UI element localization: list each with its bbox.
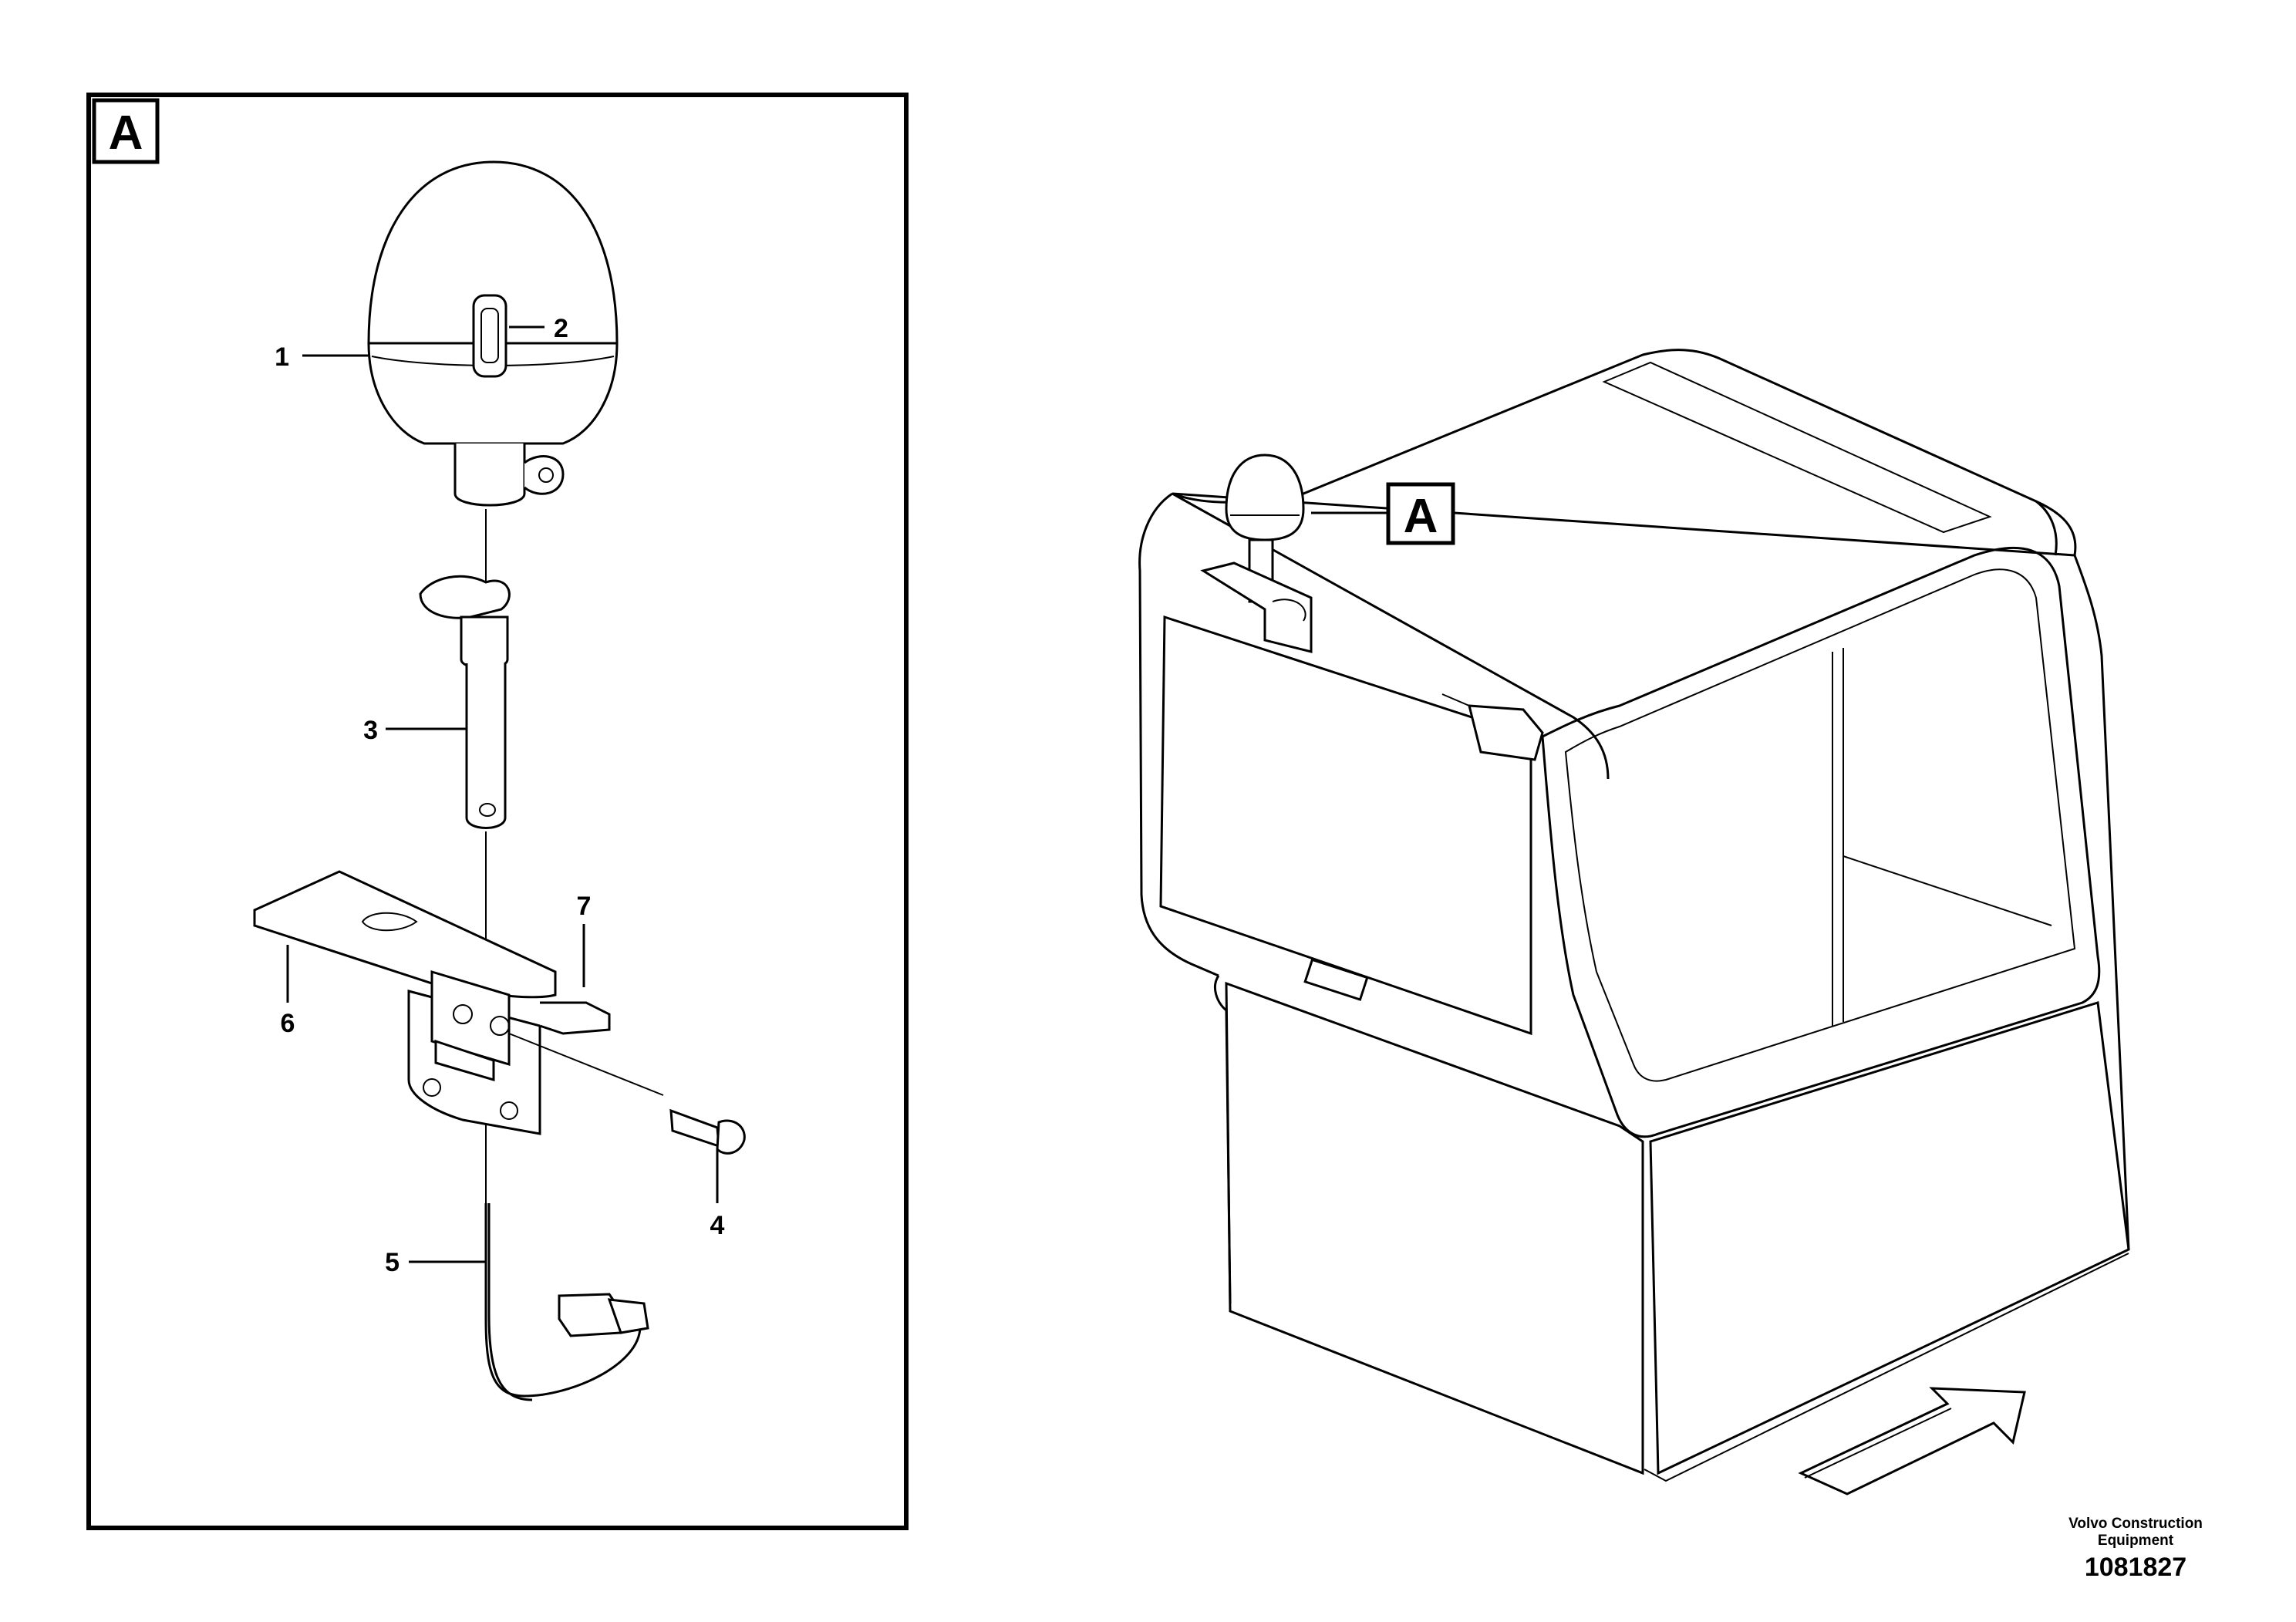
- detail-reference-marker: A: [1311, 482, 1455, 545]
- mounting-pin-icon: [419, 575, 511, 829]
- company-name-line1: Volvo Construction: [2068, 1516, 2203, 1532]
- cable-harness-icon: [484, 1203, 649, 1401]
- footer-block: Volvo Construction Equipment 1081827: [2035, 1516, 2236, 1583]
- beacon-lamp-icon: [367, 160, 619, 507]
- detail-frame-label: A: [109, 106, 143, 160]
- callout-5: 5: [385, 1248, 400, 1277]
- cab-overview-icon: [1138, 349, 2130, 1482]
- detail-reference-label: A: [1404, 490, 1438, 543]
- callout-4: 4: [710, 1211, 725, 1240]
- callout-3: 3: [363, 716, 378, 745]
- callout-6: 6: [281, 1009, 295, 1038]
- drawing-number: 1081827: [2084, 1553, 2187, 1582]
- callout-2: 2: [554, 314, 568, 343]
- detail-frame: A: [86, 93, 909, 1530]
- bolt-icon: [508, 1033, 746, 1155]
- company-name-line2: Equipment: [2097, 1533, 2174, 1549]
- mounting-bracket-icon: [253, 870, 611, 1135]
- forward-direction-arrow-icon: [1798, 1387, 2026, 1496]
- callout-1: 1: [275, 342, 289, 372]
- callout-leaders: [286, 325, 719, 1263]
- callout-7: 7: [577, 892, 592, 921]
